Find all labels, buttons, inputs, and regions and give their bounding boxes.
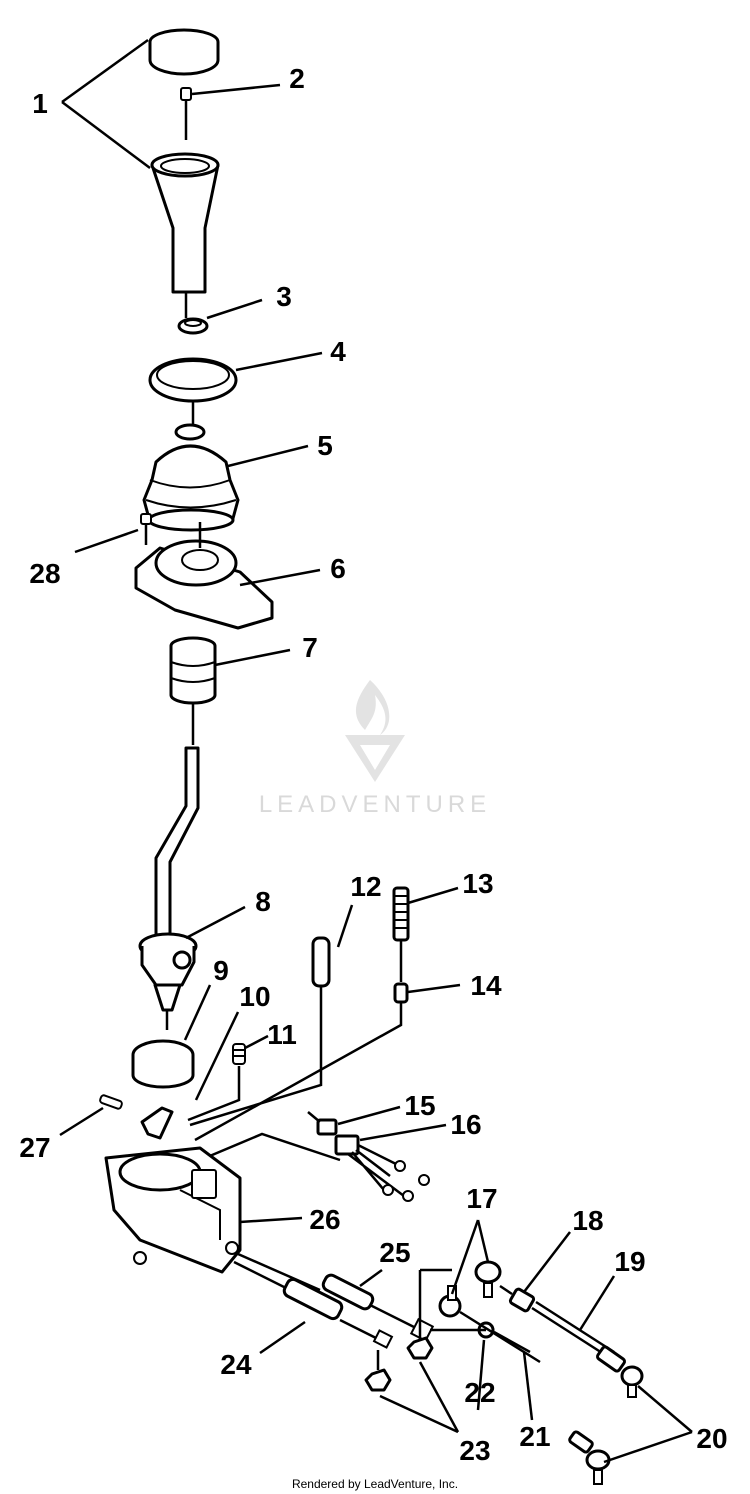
part-28-screw [140,513,152,545]
callout-21: 21 [519,1421,550,1452]
callout-9: 9 [213,955,229,986]
part-16-wire-harness [334,1134,430,1202]
callout-1: 1 [32,88,48,119]
callout-2: 2 [289,63,305,94]
leader-lines [59,38,693,1464]
callout-15: 15 [404,1090,435,1121]
callout-27: 27 [19,1132,50,1163]
leader-line-11 [187,1066,241,1122]
callout-22: 22 [464,1377,495,1408]
callout-20: 20 [696,1423,727,1454]
part-5-boot [142,423,240,532]
callout-28: 28 [29,558,60,589]
callout-17: 17 [466,1183,497,1214]
callout-11: 11 [267,1019,297,1050]
callout-12: 12 [350,871,381,902]
part-14-nut [393,982,409,1004]
leader-line-15 [204,1132,341,1162]
callout-10: 10 [239,981,270,1012]
v-logo-icon [345,735,405,782]
part-8-shift-lever [138,746,200,1030]
callout-26: 26 [309,1204,340,1235]
callout-18: 18 [572,1205,603,1236]
part-2-screw [180,87,192,318]
part-11-spring [232,1043,246,1065]
part-6-mounting-plate [134,522,274,630]
callout-6: 6 [330,553,346,584]
part-19-cable [531,1300,615,1360]
callout-7: 7 [302,632,318,663]
flame-icon [355,680,390,735]
callout-numbers: 1 2 3 4 5 6 7 8 9 10 11 12 13 14 15 16 1… [19,63,727,1466]
callout-4: 4 [330,336,346,367]
callout-24: 24 [220,1349,252,1380]
part-13-stud [392,886,410,982]
part-4-large-ring [148,357,238,424]
callout-8: 8 [255,886,271,917]
callout-23: 23 [459,1435,490,1466]
part-3-ring [177,317,209,335]
leader-line-14 [194,1002,403,1142]
part-18-adjuster [499,1284,536,1313]
callout-19: 19 [614,1246,645,1277]
part-9-collar [131,1039,195,1089]
callout-13: 13 [462,868,493,899]
part-7-bellows [169,636,217,745]
part-25-cable [237,1252,435,1343]
part-23-nuts [364,1300,434,1392]
part-27-pin-and-detent [99,1094,174,1140]
callout-5: 5 [317,430,333,461]
part-1-shift-knob [148,28,220,294]
part-21-cable-end [459,1310,541,1364]
callout-3: 3 [276,281,292,312]
part-24-cable [233,1260,394,1349]
footer-credit: Rendered by LeadVenture, Inc. [292,1477,458,1491]
watermark-text: LEADVENTURE [259,791,491,818]
part-22-rod-end [418,1268,495,1339]
part-12-pin [311,936,331,1060]
leadventure-watermark: LEADVENTURE [259,680,491,818]
callout-16: 16 [450,1109,481,1140]
part-15-switch [307,1111,338,1136]
callout-14: 14 [470,970,502,1001]
part-20-rod-ends [568,1345,644,1485]
callout-25: 25 [379,1237,410,1268]
part-26-shifter-housing [104,1146,242,1274]
